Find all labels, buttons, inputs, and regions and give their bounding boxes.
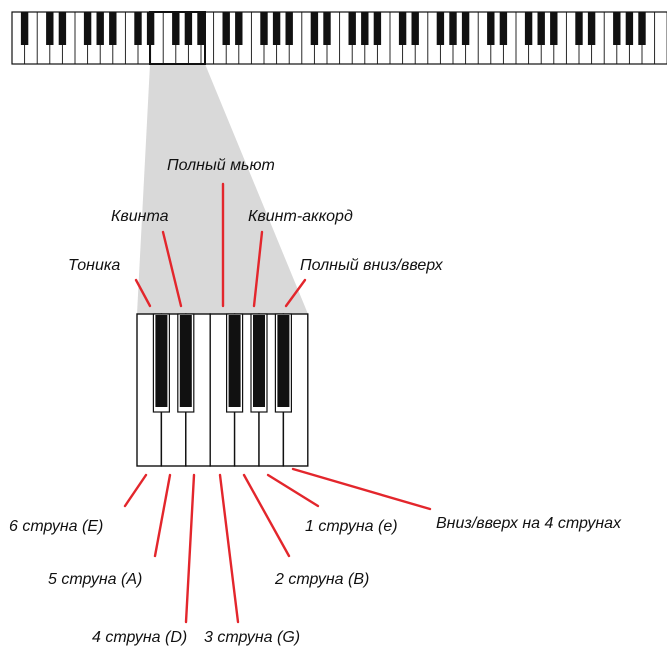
overview-black-key [260,12,268,45]
overview-black-key [310,12,319,45]
callout-string-5 [153,473,172,558]
callout-tonic [134,278,152,308]
overview-black-key [625,12,634,45]
overview-black-key [524,12,533,45]
zoomed-keyboard [136,313,309,467]
callout-string-2 [242,473,291,558]
overview-keyboard [11,11,667,65]
callout-fifth-chord [252,230,264,308]
zoomed-black-key [228,315,241,407]
overview-black-key [83,12,92,45]
callout-down-up-4-strings [291,467,432,511]
zoomed-black-key [155,315,168,407]
overview-black-key [20,12,29,45]
label-string-2: 2 струна (B) [274,571,369,588]
callout-lines [123,182,432,624]
overview-black-key [436,12,445,45]
label-string-6: 6 струна (E) [9,518,103,535]
overview-black-key [373,12,382,45]
overview-black-key [96,12,104,45]
overview-black-key [348,12,356,45]
overview-black-key [285,12,293,45]
overview-black-key [222,12,230,45]
zoomed-black-key [277,315,290,407]
overview-black-key [411,12,419,45]
label-string-1: 1 струна (e) [305,518,398,535]
overview-black-key [487,12,495,45]
overview-black-key [46,12,54,45]
overview-black-key [197,12,205,45]
callout-string-3 [218,473,240,624]
overview-black-key [638,12,646,45]
label-full-down-up: Полный вниз/вверх [300,257,444,274]
overview-black-key [550,12,558,45]
overview-black-key [613,12,621,45]
label-down-up-4-strings: Вниз/вверх на 4 струнах [436,515,622,532]
callout-fifth [161,230,183,308]
label-fifth-chord: Квинт-аккорд [248,208,353,225]
callout-string-4 [184,473,196,624]
callout-string-1 [266,473,320,508]
overview-black-key [575,12,583,45]
label-string-5: 5 струна (A) [48,571,142,588]
overview-black-key [172,12,180,45]
overview-black-key [537,12,545,45]
label-fifth: Квинта [111,208,169,225]
label-tonic: Тоника [68,257,120,274]
overview-black-key [449,12,457,45]
overview-black-key [323,12,331,45]
overview-black-key [58,12,67,45]
label-string-4: 4 струна (D) [92,629,187,646]
overview-black-key [461,12,470,45]
overview-black-key [184,12,193,45]
overview-black-key [587,12,596,45]
zoomed-black-key [179,315,192,407]
overview-black-key [272,12,281,45]
label-string-3: 3 струна (G) [204,629,300,646]
overview-black-key [235,12,243,45]
overview-black-key [361,12,369,45]
overview-black-key [109,12,117,45]
zoomed-black-key [253,315,265,407]
overview-black-key [134,12,142,45]
callout-string-6 [123,473,148,508]
label-full-mute: Полный мьют [167,157,275,174]
callout-full-down-up [284,278,307,308]
overview-highlight-region [149,11,206,65]
overview-black-key [398,12,407,45]
overview-black-key [499,12,508,45]
